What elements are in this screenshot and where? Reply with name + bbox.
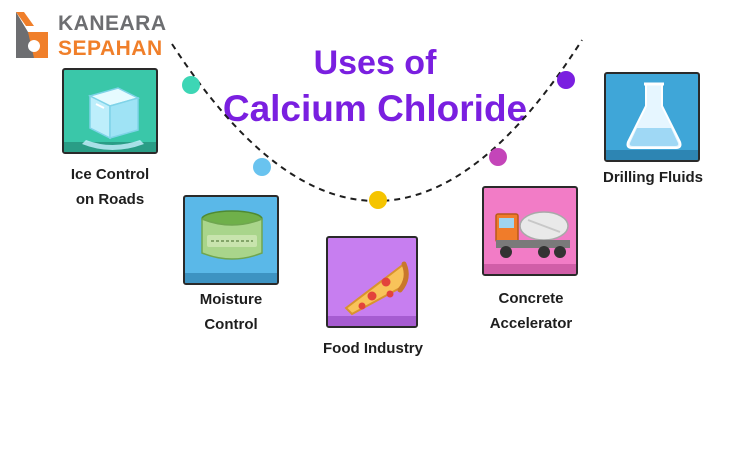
use-card-moisture-control [183,195,279,285]
diagram-title-line2: Calcium Chloride [222,88,528,129]
diagram-title-line1: Uses of [313,44,437,82]
ice-cube-icon [64,87,156,152]
use-label-drilling-fluids-line1: Drilling Fluids [603,169,703,186]
use-label-concrete-accelerator: Concrete Accelerator [466,286,596,336]
connector-dot-drilling [557,71,575,89]
use-label-food-industry: Food Industry [303,336,443,361]
logo-name-line2: SEPAHAN [58,37,163,60]
connector-dot-ice [182,76,200,94]
use-card-ice-control [62,68,158,154]
use-label-ice-control-line1: Ice Control [70,166,150,183]
company-logo: KANEARA SEPAHAN [12,6,166,64]
connector-dot-food [369,191,387,209]
connector-dot-concrete [489,148,507,166]
use-label-ice-control-line2: on Roads [75,191,145,208]
cement-mixer-truck-icon [484,211,576,274]
logo-mark-icon [16,12,48,58]
use-card-drilling-fluids [604,72,700,162]
use-card-food-industry [326,236,418,328]
logo-name-line1: KANEARA [58,12,167,35]
use-label-moisture-control-line1: Moisture [199,291,263,308]
use-label-food-industry-line1: Food Industry [323,340,423,357]
moisture-absorber-icon [185,210,277,283]
use-card-concrete-accelerator [482,186,578,276]
use-label-drilling-fluids: Drilling Fluids [588,165,718,190]
connector-dot-moisture [253,158,271,176]
use-label-moisture-control: Moisture Control [166,287,296,337]
use-label-ice-control: Ice Control on Roads [45,162,175,212]
use-label-moisture-control-line2: Control [204,316,258,333]
pizza-slice-icon [328,261,416,326]
use-label-concrete-accelerator-line1: Concrete [498,290,564,307]
use-label-concrete-accelerator-line2: Accelerator [489,315,573,332]
lab-flask-icon [606,82,698,160]
